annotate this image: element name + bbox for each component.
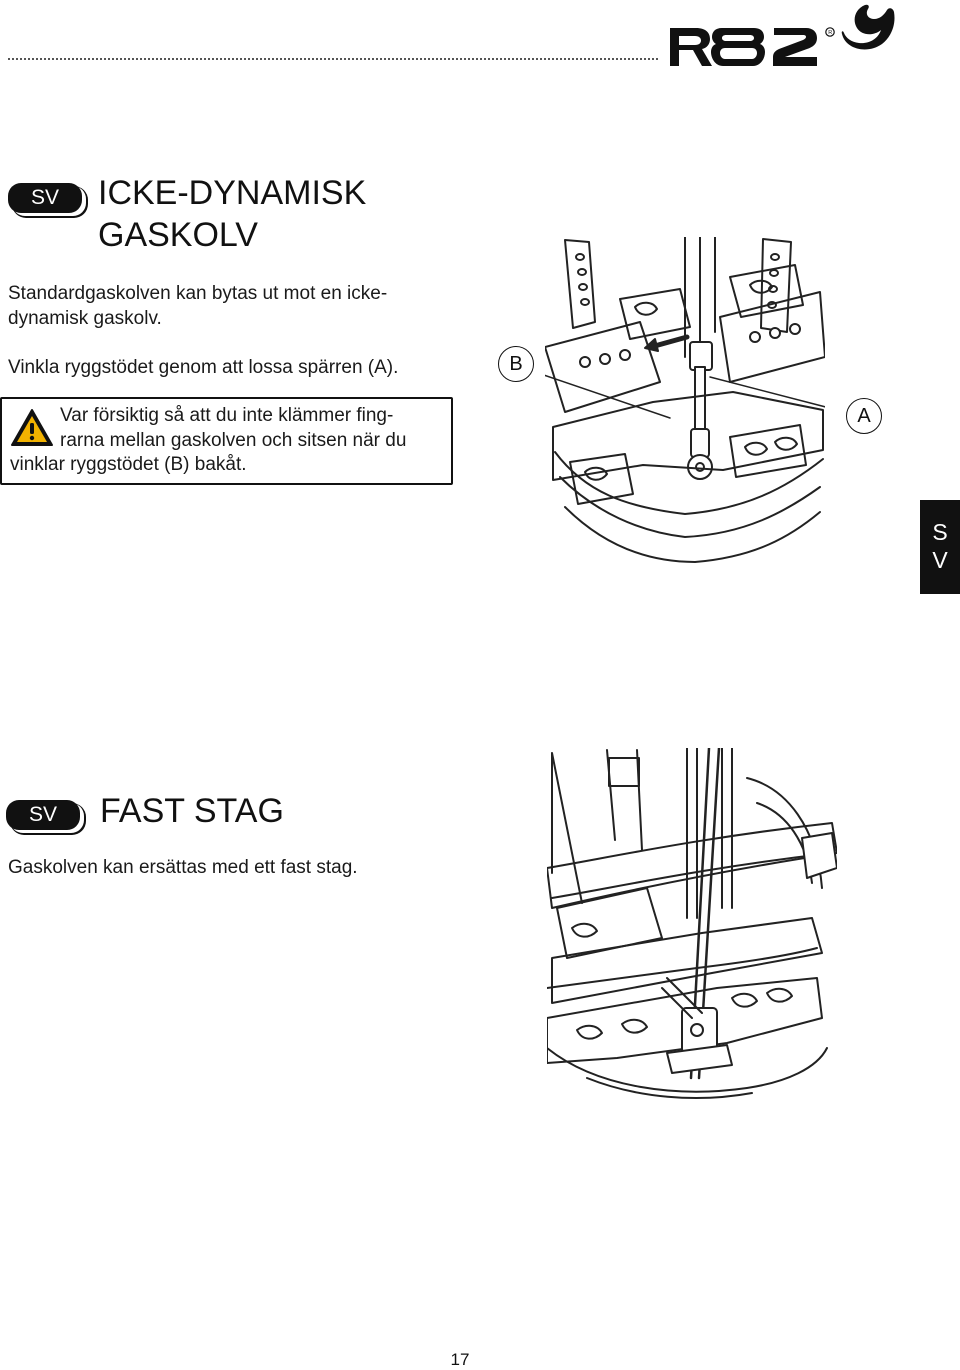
warning-box: Var försiktig så att du inte klämmer fin… bbox=[0, 397, 453, 485]
warning-line1: Var försiktig så att du inte klämmer fin… bbox=[60, 405, 394, 426]
section-title-line2: GASKOLV bbox=[98, 216, 258, 254]
intro-paragraph: Standardgaskolven kan bytas ut mot en ic… bbox=[8, 283, 388, 329]
language-badge: SV bbox=[6, 800, 80, 830]
warning-line3: vinklar ryggstödet (B) bakåt. bbox=[10, 454, 247, 475]
svg-text:R: R bbox=[828, 30, 832, 36]
instruction-paragraph: Vinkla ryggstödet genom att lossa spärre… bbox=[8, 357, 399, 378]
r82-logo: R bbox=[670, 4, 895, 66]
callout-b: B bbox=[498, 346, 534, 382]
language-side-tab: S V bbox=[920, 500, 960, 594]
fixed-strut-paragraph: Gaskolven kan ersättas med ett fast stag… bbox=[8, 857, 358, 878]
warning-triangle-icon bbox=[11, 409, 53, 446]
page-number: 17 bbox=[450, 1350, 470, 1369]
warning-line2: rarna mellan gaskolven och sitsen när du bbox=[60, 429, 407, 451]
fixed-strut-figure bbox=[547, 748, 837, 1099]
side-tab-line2: V bbox=[932, 547, 948, 573]
gas-spring-mechanism-figure bbox=[545, 237, 825, 563]
language-badge: SV bbox=[8, 183, 82, 213]
warning-text: Var försiktig så att du inte klämmer fin… bbox=[2, 404, 442, 478]
side-tab-line1: S bbox=[932, 519, 948, 545]
section-title: FAST STAG bbox=[100, 792, 284, 830]
section-title: ICKE-DYNAMISK GASKOLV bbox=[98, 172, 458, 256]
header-dotted-rule bbox=[8, 58, 658, 60]
callout-a: A bbox=[846, 398, 882, 434]
section-title-line1: ICKE-DYNAMISK bbox=[98, 174, 367, 212]
